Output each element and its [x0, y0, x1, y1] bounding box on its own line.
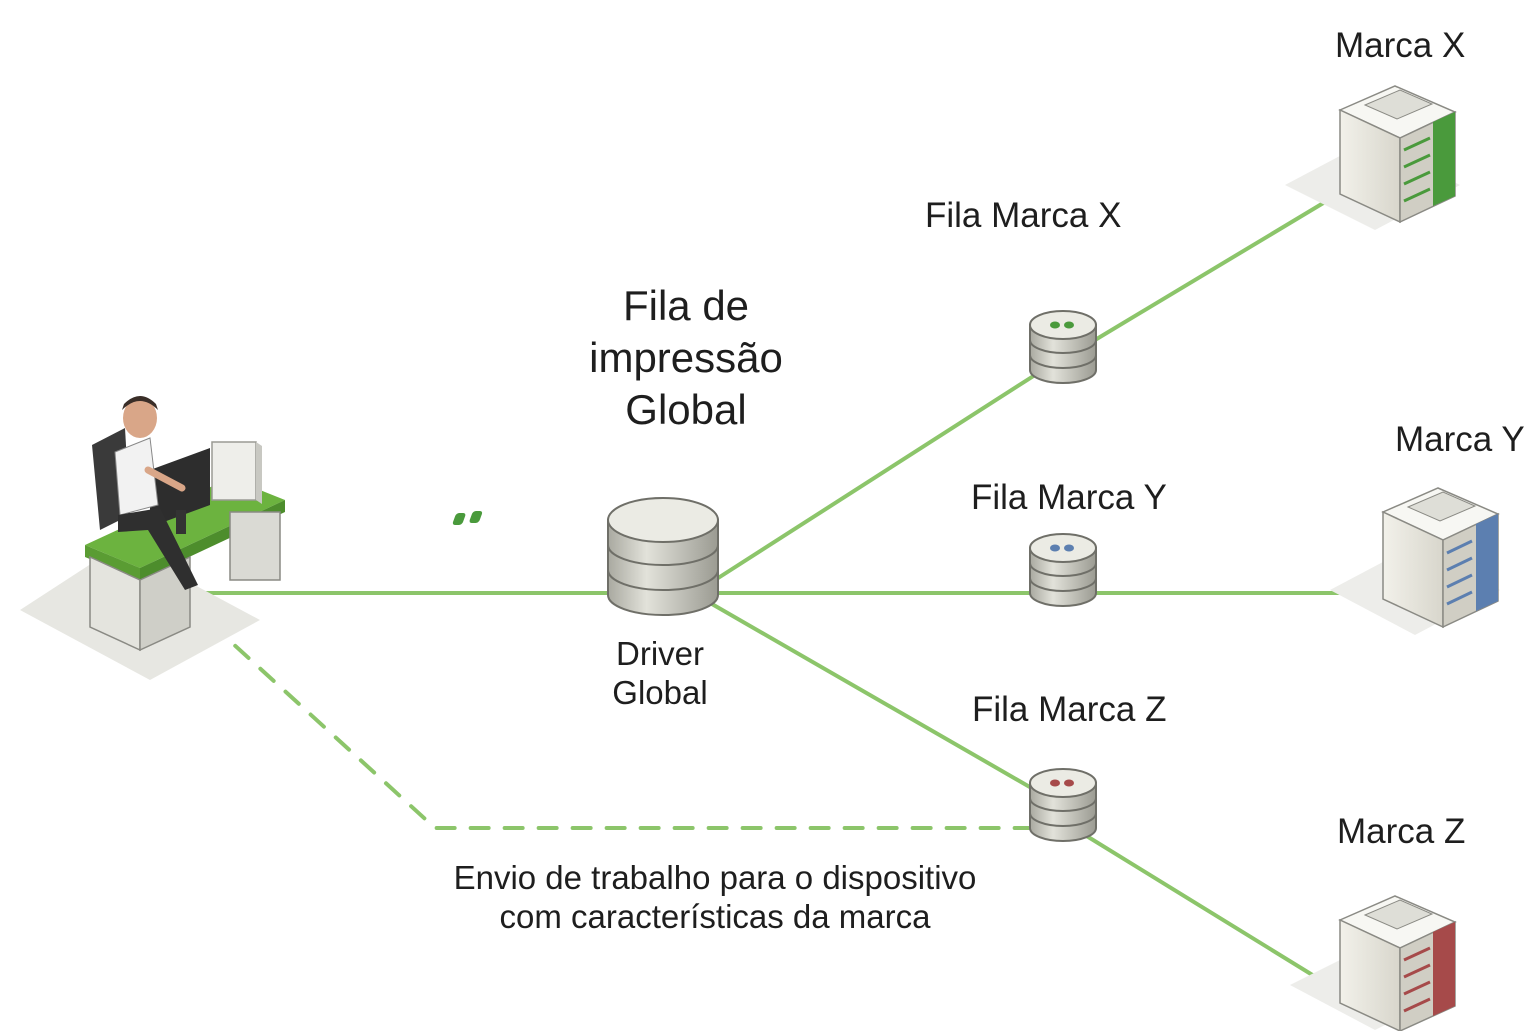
printer-z-label: Marca Z — [1337, 812, 1466, 851]
queue-z-label: Fila Marca Z — [972, 690, 1167, 729]
queue-y-cylinder-icon — [1029, 533, 1097, 607]
global-queue-cylinder-icon — [452, 497, 719, 616]
global-queue-title-line: impressão — [589, 334, 783, 381]
global-driver-label-line: Driver — [616, 635, 704, 672]
printer-y-icon — [1330, 487, 1500, 635]
connection-lines — [183, 188, 1387, 997]
line-queue-x-to-printer-x — [1093, 188, 1347, 342]
user-workstation-icon — [20, 396, 285, 680]
line-global-to-queue-z — [703, 598, 1037, 792]
queue-x-cylinder-icon — [1029, 310, 1097, 384]
dashed-direct-path — [183, 598, 1032, 830]
queue-y-label: Fila Marca Y — [971, 478, 1167, 517]
global-driver-label: Driver Global — [590, 634, 730, 712]
direct-path-caption-line: com características da marca — [499, 898, 931, 935]
printer-x-icon — [1285, 85, 1460, 230]
line-global-to-queue-x — [713, 373, 1037, 582]
queue-x-label: Fila Marca X — [925, 196, 1122, 235]
global-queue-title-line: Fila de — [622, 282, 750, 329]
line-queue-z-to-printer-z — [1083, 833, 1347, 997]
printer-x-label: Marca X — [1335, 26, 1466, 65]
queue-z-cylinder-icon — [1029, 768, 1097, 842]
direct-path-caption: Envio de trabalho para o dispositivo com… — [405, 858, 1025, 936]
global-queue-title: Fila de impressão Global — [560, 280, 812, 436]
global-driver-label-line: Global — [612, 674, 708, 711]
direct-path-caption-line: Envio de trabalho para o dispositivo — [453, 859, 977, 896]
global-queue-title-line: Global — [625, 386, 747, 433]
printer-y-label: Marca Y — [1395, 420, 1525, 459]
printer-z-icon — [1290, 895, 1457, 1031]
